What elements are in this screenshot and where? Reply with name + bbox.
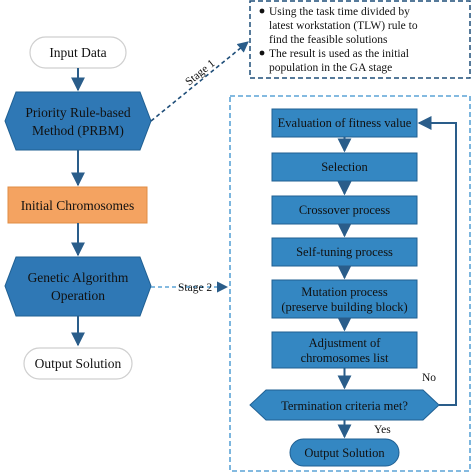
crossover-label: Crossover process xyxy=(299,203,390,217)
no-loop-arrow xyxy=(417,116,457,406)
selection-step: Selection xyxy=(271,152,418,182)
adjustment-step: Adjustment of chromosomes list xyxy=(271,331,418,369)
input-data-node: Input Data xyxy=(29,36,127,69)
ga-operation-node: Genetic Algorithm Operation xyxy=(4,256,152,317)
prbm-node: Priority Rule-based Method (PRBM) xyxy=(4,91,152,151)
mutation-label-line-2: (preserve building block) xyxy=(281,300,407,314)
right-output-solution-node: Output Solution xyxy=(289,438,400,467)
note-bullet-2-line-2: population in the GA stage xyxy=(269,62,392,74)
right-output-solution-label: Output Solution xyxy=(304,446,385,460)
left-output-solution-label: Output Solution xyxy=(35,356,122,371)
self-tuning-step: Self-tuning process xyxy=(271,237,418,267)
note-bullet-2-line-1: The result is used as the initial xyxy=(269,48,409,60)
stage1-note-box: Using the task time divided by latest wo… xyxy=(249,0,471,79)
stage2-label: Stage 2 xyxy=(178,282,212,294)
prbm-label-line-1: Priority Rule-based xyxy=(25,105,131,120)
evaluation-label: Evaluation of fitness value xyxy=(278,116,412,130)
yes-label: Yes xyxy=(374,424,391,436)
stage1-connector xyxy=(150,41,249,122)
self-tuning-label: Self-tuning process xyxy=(296,245,393,259)
input-data-label: Input Data xyxy=(49,45,106,60)
evaluation-step: Evaluation of fitness value xyxy=(271,108,418,138)
stage2-container xyxy=(229,95,471,472)
note-bullet-1-line-1: Using the task time divided by xyxy=(269,6,410,18)
stage1-label: Stage 1 xyxy=(183,57,217,88)
initial-chromosomes-node: Initial Chromosomes xyxy=(7,186,148,224)
note-bullet-2-icon xyxy=(259,50,265,56)
mutation-label-line-1: Mutation process xyxy=(301,285,388,299)
note-bullet-1-line-2: latest workstation (TLW) rule to xyxy=(269,20,418,32)
mutation-step: Mutation process (preserve building bloc… xyxy=(271,279,418,319)
note-bullet-1-icon xyxy=(259,8,265,14)
left-output-solution-node: Output Solution xyxy=(23,347,133,380)
termination-decision: Termination criteria met? xyxy=(249,389,440,421)
initial-chromosomes-label: Initial Chromosomes xyxy=(21,198,135,213)
adjustment-label-line-2: chromosomes list xyxy=(301,351,389,365)
crossover-step: Crossover process xyxy=(271,195,418,225)
note-bullet-1-line-3: find the feasible solutions xyxy=(269,34,388,46)
ga-label-line-1: Genetic Algorithm xyxy=(28,270,129,285)
prbm-label-line-2: Method (PRBM) xyxy=(32,123,124,138)
selection-label: Selection xyxy=(321,160,368,174)
no-label: No xyxy=(422,372,436,384)
adjustment-label-line-1: Adjustment of xyxy=(309,336,382,350)
termination-label: Termination criteria met? xyxy=(281,399,408,413)
ga-label-line-2: Operation xyxy=(51,288,105,303)
